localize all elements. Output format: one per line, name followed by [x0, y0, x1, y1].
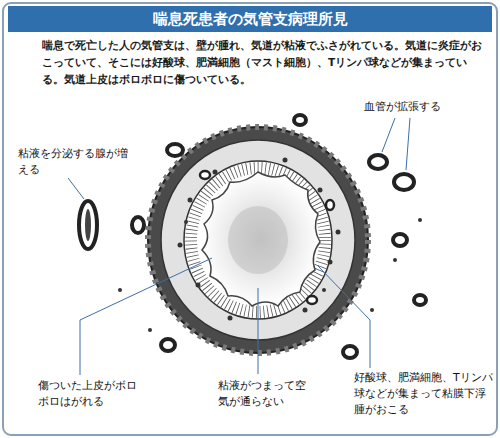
figure-part — [343, 346, 357, 358]
callout-label: 傷ついた上皮がボロボロはがれる — [36, 378, 146, 410]
figure-part — [318, 188, 323, 193]
figure-part — [184, 220, 188, 224]
figure-part — [228, 316, 233, 321]
figure-part — [294, 115, 306, 125]
figure-part — [79, 201, 97, 249]
callout-label: 血管が拡張する — [362, 99, 476, 115]
vessels — [132, 115, 426, 358]
callout-label: 粘液がつまって空気が通らない — [216, 378, 314, 410]
frame — [3, 3, 497, 435]
figure-part — [258, 288, 259, 374]
callout-label: 好酸球、肥満細胞、Tリンパ球などが集まって粘膜下浮腫がおこる — [352, 370, 496, 418]
cells — [118, 158, 422, 333]
figure-part — [322, 288, 326, 292]
figure-part — [394, 174, 414, 190]
figure-part — [161, 339, 175, 351]
figure-part — [178, 243, 183, 248]
figure-part — [382, 118, 395, 152]
title-band — [8, 6, 492, 32]
figure-part — [148, 328, 152, 332]
lumen — [202, 172, 320, 306]
figure-part — [303, 308, 308, 313]
figure-part — [132, 217, 144, 233]
figure-part — [196, 283, 201, 288]
figure-part — [85, 209, 91, 241]
figure-part — [167, 144, 183, 156]
figure-part — [414, 295, 426, 305]
callout-label: 粘液を分泌する腺が増える — [16, 146, 132, 178]
gland — [79, 201, 97, 249]
intro-text: 喘息で死亡した人の気管支は、壁が腫れ、気道が粘液でふさがれている。気道に炎症がお… — [42, 37, 486, 87]
figure-part — [406, 118, 410, 170]
figure-part — [418, 218, 422, 222]
figure-part — [307, 296, 317, 304]
figure-part — [213, 170, 218, 175]
figure-part — [393, 258, 397, 262]
figure-part — [393, 234, 407, 246]
figure-part — [80, 258, 212, 375]
figure-part — [318, 266, 370, 368]
figure-part — [118, 288, 122, 292]
figure-part — [188, 198, 193, 203]
figure-part — [328, 260, 333, 265]
figure-part — [369, 155, 387, 169]
figure-part — [200, 171, 210, 179]
figure-part — [370, 308, 374, 312]
figure-part — [336, 230, 341, 235]
figure-part — [283, 158, 288, 163]
figure-part — [68, 178, 84, 199]
title: 喘息死患者の気管支病理所見 — [8, 7, 492, 31]
mucus-plug — [228, 206, 288, 274]
figure-part — [326, 200, 334, 210]
